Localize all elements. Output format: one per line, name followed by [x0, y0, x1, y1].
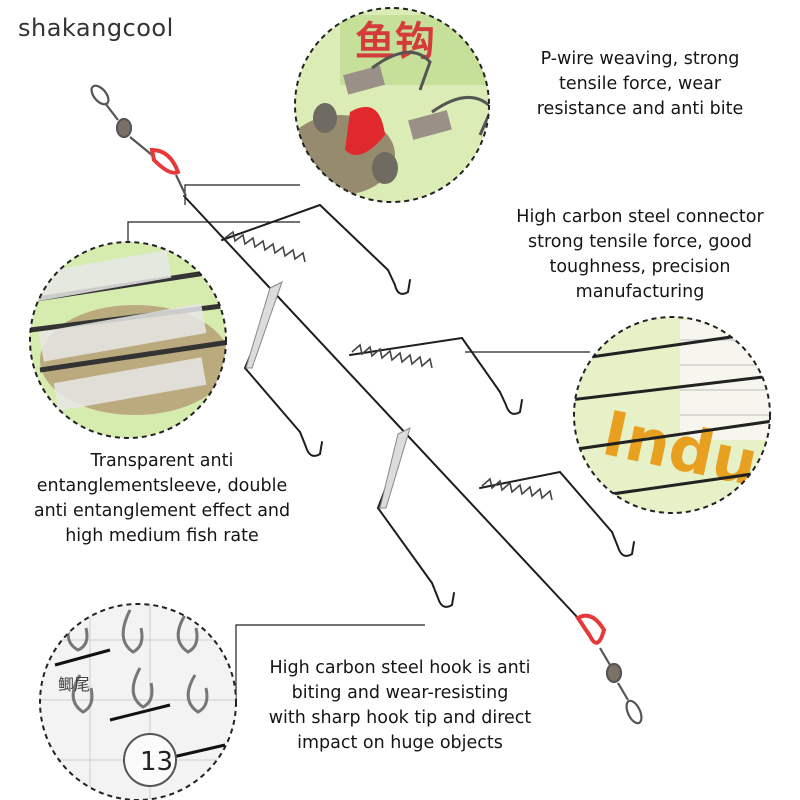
- callout-hook: High carbon steel hook is anti biting an…: [250, 656, 550, 756]
- hook-icon: [299, 431, 323, 457]
- callout-line: P-wire weaving, strong: [540, 49, 740, 69]
- bottom-swivel: [575, 613, 643, 725]
- hook-icon: [431, 582, 455, 608]
- callout-line: tensile force, wear: [558, 74, 722, 94]
- leader-line-sleeve: [127, 221, 300, 242]
- hooks: [299, 269, 635, 608]
- coil-springs: [224, 230, 553, 501]
- callout-sleeve: Transparent anti entanglementsleeve, dou…: [12, 449, 312, 549]
- callout-line: high medium fish rate: [65, 526, 259, 546]
- callout-line: anti entanglement effect and: [33, 501, 291, 521]
- callout-line: toughness, precision: [549, 257, 731, 277]
- leader-line-hook: [235, 624, 425, 702]
- anti-tangle-sleeves: [245, 281, 411, 509]
- callout-line: strong tensile force, good: [528, 232, 752, 252]
- svg-text:鲫尾: 鲫尾: [58, 675, 90, 694]
- callout-line: Transparent anti: [90, 451, 234, 471]
- hook-icon: [387, 269, 411, 295]
- leader-line-swivel: [184, 184, 300, 205]
- svg-text:鱼钩: 鱼钩: [355, 19, 435, 65]
- detail-circle-swivel: 鱼钩: [295, 8, 489, 202]
- callout-line: resistance and anti bite: [536, 99, 744, 119]
- svg-text:13: 13: [140, 747, 173, 777]
- detail-circle-hook: 13 鲫尾: [40, 604, 236, 800]
- top-swivel: [90, 84, 187, 197]
- callout-line: with sharp hook tip and direct: [268, 708, 532, 728]
- hook-icon: [611, 531, 635, 557]
- callout-line: manufacturing: [575, 282, 705, 302]
- callout-line: High carbon steel connector: [516, 207, 764, 227]
- callout-line: biting and wear-resisting: [291, 683, 509, 703]
- callout-connector: High carbon steel connector strong tensi…: [490, 205, 790, 305]
- callout-swivel: P-wire weaving, strong tensile force, we…: [495, 47, 785, 122]
- callout-line: High carbon steel hook is anti: [269, 658, 531, 678]
- detail-circle-sleeve: [30, 242, 226, 438]
- hook-icon: [499, 391, 523, 415]
- brand-watermark: shakangcool: [18, 14, 174, 42]
- callout-line: entanglementsleeve, double: [36, 476, 288, 496]
- callout-line: impact on huge objects: [297, 733, 503, 753]
